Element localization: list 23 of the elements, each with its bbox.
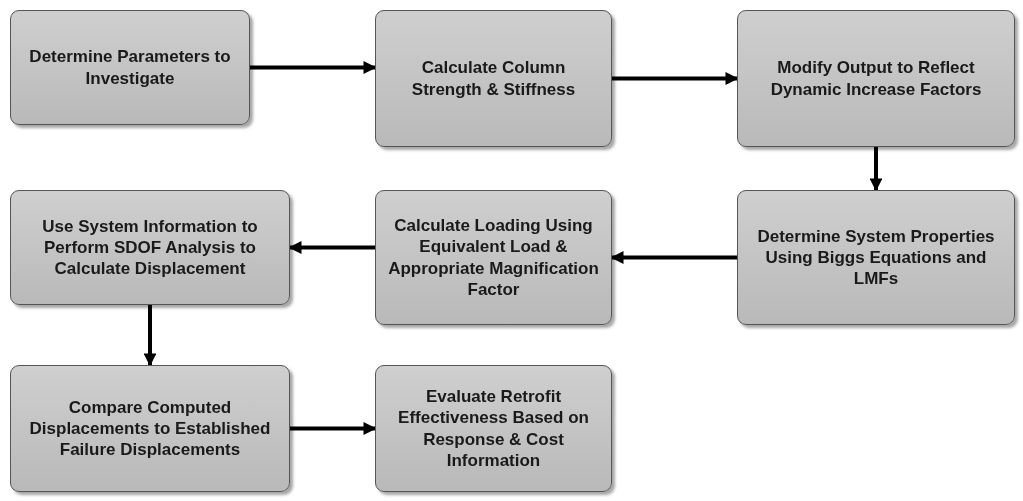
step-text: Determine System Properties Using Biggs Equations and LMFs bbox=[756, 225, 996, 290]
process-box bbox=[737, 10, 1015, 147]
arrow bbox=[869, 147, 883, 192]
process-box bbox=[10, 365, 290, 492]
step-text: Compare Computed Displacements to Established Failure Displacements bbox=[28, 396, 272, 461]
process-box bbox=[737, 190, 1015, 325]
step-text: Evaluate Retrofit Effectiveness Based on Response & Cost Information bbox=[397, 386, 590, 471]
arrow bbox=[143, 305, 157, 367]
step-text: Use System Information to Perform SDOF Analysis to Calculate Displacement bbox=[41, 215, 259, 280]
step-text: Determine Parameters to Investigate bbox=[28, 46, 232, 89]
process-box bbox=[10, 10, 250, 125]
arrow bbox=[290, 422, 377, 435]
process-box bbox=[375, 190, 612, 325]
process-box bbox=[375, 365, 612, 492]
step-text: Calculate Column Strength & Stiffness bbox=[410, 57, 577, 100]
process-box bbox=[375, 10, 612, 147]
step-text: Modify Output to Reflect Dynamic Increase Factors bbox=[769, 57, 983, 100]
arrow bbox=[250, 61, 377, 74]
process-box bbox=[10, 190, 290, 305]
step-text: Calculate Loading Using Equivalent Load & Appropriate Magnification Factor bbox=[388, 215, 599, 300]
arrow bbox=[288, 241, 375, 254]
arrow bbox=[612, 72, 739, 85]
arrow bbox=[610, 251, 737, 264]
